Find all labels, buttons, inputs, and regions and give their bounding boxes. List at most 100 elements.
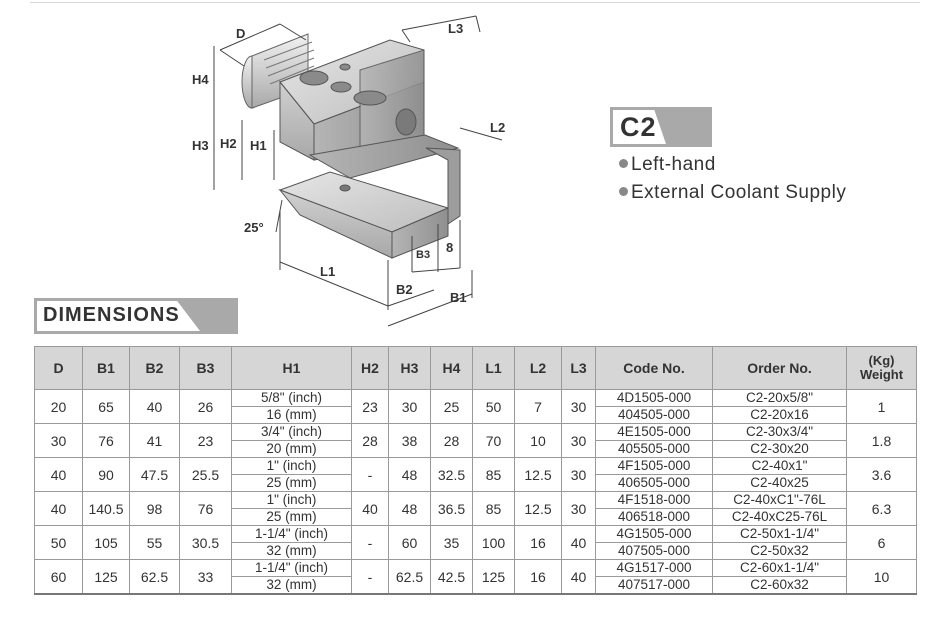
cell-order-no: C2-20x5/8"C2-20x16 xyxy=(712,389,847,424)
cell-l2: 12.5 xyxy=(514,457,562,492)
column-header: L3 xyxy=(561,346,596,390)
column-header: D xyxy=(34,346,83,390)
cell-h4: 42.5 xyxy=(430,559,473,595)
dimensions-title: DIMENSIONS xyxy=(43,304,180,326)
column-header: H3 xyxy=(388,346,431,390)
cell-h2: 28 xyxy=(351,423,389,458)
cell-h3: 48 xyxy=(388,457,431,492)
cell-order-no: C2-40x1"C2-40x25 xyxy=(712,457,847,492)
cell-b2: 40 xyxy=(129,389,180,424)
column-header: Order No. xyxy=(712,346,847,390)
cell-d: 60 xyxy=(34,559,83,595)
dim-B1-label: B1 xyxy=(450,290,467,305)
cell-b3: 30.5 xyxy=(179,525,232,560)
dim-D-label: D xyxy=(236,26,245,41)
cell-b1: 105 xyxy=(82,525,130,560)
cell-weight: 3.6 xyxy=(846,457,917,492)
cell-h2: - xyxy=(351,525,389,560)
cell-b1: 125 xyxy=(82,559,130,595)
cell-b1: 90 xyxy=(82,457,130,492)
tool-holder-drawing: D L3 H4 H3 H2 H1 L2 25° B3 8 L1 B2 B1 xyxy=(192,15,505,327)
cell-h4: 32.5 xyxy=(430,457,473,492)
cell-l3: 40 xyxy=(561,525,596,560)
cell-h3: 60 xyxy=(388,525,431,560)
cell-l1: 100 xyxy=(472,525,515,560)
cell-b3: 26 xyxy=(179,389,232,424)
cell-l2: 16 xyxy=(514,559,562,595)
cell-order-no: C2-60x1-1/4"C2-60x32 xyxy=(712,559,847,595)
cell-h2: 40 xyxy=(351,491,389,526)
cell-order-no: C2-30x3/4"C2-30x20 xyxy=(712,423,847,458)
cell-b2: 41 xyxy=(129,423,180,458)
cell-weight: 10 xyxy=(846,559,917,595)
cell-h1: 1-1/4" (inch)32 (mm) xyxy=(231,559,352,595)
cell-l2: 10 xyxy=(514,423,562,458)
dim-H3-label: H3 xyxy=(192,138,209,153)
cell-l1: 50 xyxy=(472,389,515,424)
cell-h2: - xyxy=(351,457,389,492)
cell-h1: 5/8" (inch)16 (mm) xyxy=(231,389,352,424)
cell-b1: 140.5 xyxy=(82,491,130,526)
lower-jaw xyxy=(278,134,461,259)
cell-b3: 25.5 xyxy=(179,457,232,492)
cell-weight: 1 xyxy=(846,389,917,424)
cell-b2: 47.5 xyxy=(129,457,180,492)
cell-l1: 70 xyxy=(472,423,515,458)
dim-B2-label: B2 xyxy=(396,282,413,297)
cell-l2: 16 xyxy=(514,525,562,560)
cell-l3: 40 xyxy=(561,559,596,595)
cell-d: 40 xyxy=(34,457,83,492)
dim-L1-label: L1 xyxy=(320,264,335,279)
bullet-icon xyxy=(619,159,628,168)
cell-h4: 25 xyxy=(430,389,473,424)
column-header: L1 xyxy=(472,346,515,390)
cell-d: 50 xyxy=(34,525,83,560)
cell-d: 20 xyxy=(34,389,83,424)
column-header: B2 xyxy=(129,346,180,390)
cell-b3: 23 xyxy=(179,423,232,458)
cell-b1: 76 xyxy=(82,423,130,458)
cell-weight: 1.8 xyxy=(846,423,917,458)
column-header: B1 xyxy=(82,346,130,390)
cell-h4: 35 xyxy=(430,525,473,560)
cell-h2: 23 xyxy=(351,389,389,424)
dim-B3-label: B3 xyxy=(416,249,430,261)
cell-d: 30 xyxy=(34,423,83,458)
column-header: L2 xyxy=(514,346,562,390)
cell-b1: 65 xyxy=(82,389,130,424)
cell-order-no: C2-50x1-1/4"C2-50x32 xyxy=(712,525,847,560)
cell-h3: 48 xyxy=(388,491,431,526)
dim-H2-label: H2 xyxy=(220,136,237,151)
cell-l2: 7 xyxy=(514,389,562,424)
cell-l1: 125 xyxy=(472,559,515,595)
model-badge-label: C2 xyxy=(620,112,657,142)
cell-h1: 1" (inch)25 (mm) xyxy=(231,457,352,492)
cell-l3: 30 xyxy=(561,423,596,458)
dim-8-label: 8 xyxy=(446,240,453,255)
dim-L2-label: L2 xyxy=(490,120,505,135)
dim-H1-label: H1 xyxy=(250,138,267,153)
column-header: H2 xyxy=(351,346,389,390)
dimension-lines xyxy=(213,15,503,327)
cell-h1: 1" (inch)25 (mm) xyxy=(231,491,352,526)
dim-L3-label: L3 xyxy=(448,21,463,36)
cell-b2: 98 xyxy=(129,491,180,526)
cell-b3: 76 xyxy=(179,491,232,526)
column-header: Code No. xyxy=(595,346,713,390)
cell-weight: 6 xyxy=(846,525,917,560)
cell-d: 40 xyxy=(34,491,83,526)
cell-l3: 30 xyxy=(561,491,596,526)
cell-b2: 62.5 xyxy=(129,559,180,595)
